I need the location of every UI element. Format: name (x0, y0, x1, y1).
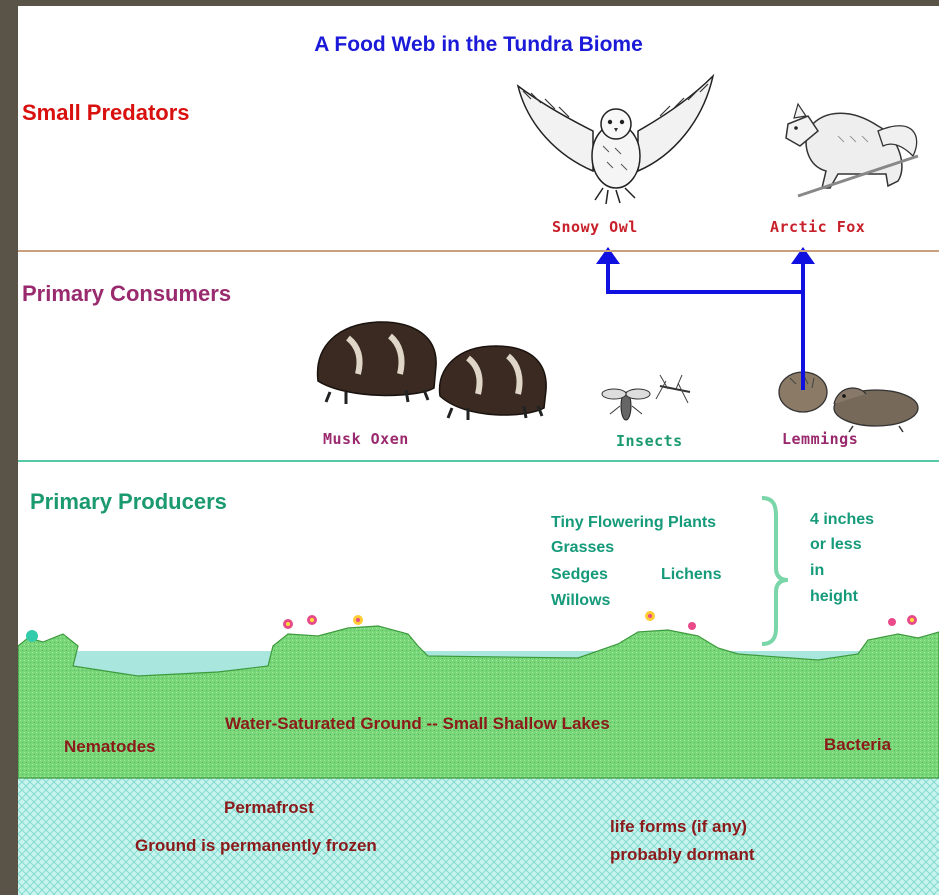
lemmings-illustration (779, 372, 918, 432)
level-primary-consumers: Primary Consumers (22, 281, 231, 307)
label-probably-dormant: probably dormant (610, 845, 755, 865)
height-note-line-4: height (810, 588, 858, 606)
label-life-forms: life forms (if any) (610, 817, 747, 837)
label-musk-oxen: Musk Oxen (323, 430, 409, 448)
label-arctic-fox: Arctic Fox (770, 218, 865, 236)
label-nematodes: Nematodes (64, 737, 156, 757)
level-primary-producers: Primary Producers (30, 489, 227, 515)
snowy-owl-illustration (518, 76, 713, 204)
label-lichens: Lichens (661, 566, 721, 584)
label-water-saturated-ground: Water-Saturated Ground -- Small Shallow … (225, 714, 610, 734)
label-bacteria: Bacteria (824, 735, 891, 755)
label-sedges: Sedges (551, 566, 608, 584)
label-snowy-owl: Snowy Owl (552, 218, 638, 236)
label-tiny-flowering-plants: Tiny Flowering Plants (551, 514, 716, 532)
label-lemmings: Lemmings (782, 430, 858, 448)
food-chain-arrows (596, 247, 815, 390)
level-small-predators: Small Predators (22, 100, 190, 126)
label-ground-frozen: Ground is permanently frozen (135, 836, 377, 856)
label-permafrost: Permafrost (224, 798, 314, 818)
label-willows: Willows (551, 592, 610, 610)
diagram-title: A Food Web in the Tundra Biome (18, 33, 939, 57)
insects-illustration (602, 375, 690, 420)
water-saturated-ground (18, 626, 939, 778)
diagram-graphics (18, 6, 939, 895)
height-note-line-1: 4 inches (810, 511, 874, 529)
label-grasses: Grasses (551, 539, 614, 557)
tundra-flowers (26, 611, 917, 642)
musk-oxen-illustration (318, 322, 547, 420)
height-note-line-2: or less (810, 536, 862, 554)
divider-predators-consumers (18, 250, 939, 252)
arctic-fox-illustration (786, 104, 918, 196)
height-note-line-3: in (810, 562, 824, 580)
divider-consumers-producers (18, 460, 939, 462)
label-insects: Insects (616, 432, 683, 450)
food-web-diagram: A Food Web in the Tundra Biome Small Pre… (18, 6, 939, 895)
height-brace (762, 498, 788, 644)
